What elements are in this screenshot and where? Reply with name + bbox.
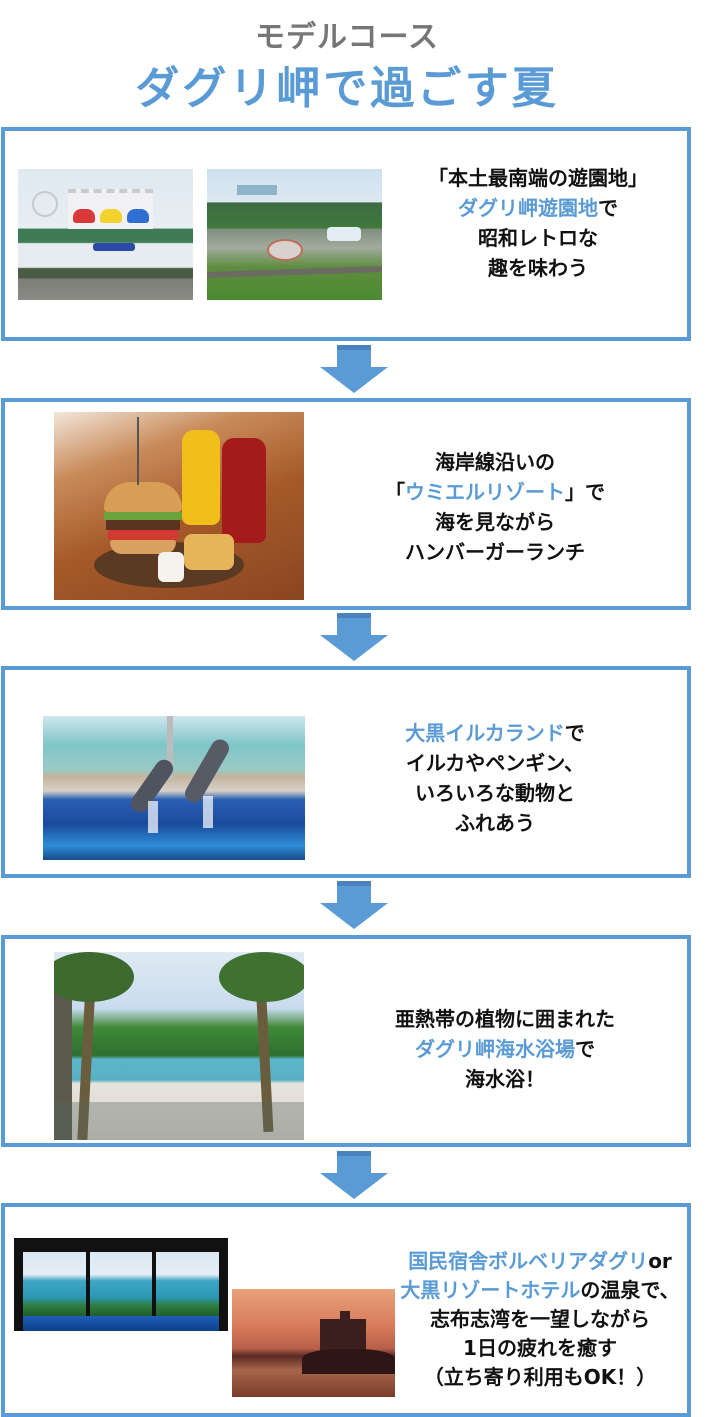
text-line: ハンバーガーランチ <box>405 540 585 564</box>
text-line: 昭和レトロな <box>478 226 598 250</box>
text-line: イルカやペンギン、 <box>405 751 585 775</box>
text-line: 亜熱帯の植物に囲まれた <box>395 1007 615 1031</box>
down-arrow-icon <box>320 1151 388 1199</box>
place-name-link[interactable]: 大黒リゾートホテル <box>400 1278 581 1302</box>
amusement-park-entrance-photo <box>18 169 193 300</box>
place-name-link[interactable]: ダグリ岬遊園地 <box>458 196 598 220</box>
course-step-4: 亜熱帯の植物に囲まれた ダグリ岬海水浴場で 海水浴！ <box>1 935 691 1147</box>
place-name-link[interactable]: 大黒イルカランド <box>405 721 565 745</box>
header-subtitle: モデルコース <box>255 20 439 55</box>
place-name-link[interactable]: ウミエルリゾート <box>405 480 565 504</box>
place-name-link[interactable]: 国民宿舎ボルベリアダグリ <box>408 1249 649 1273</box>
down-arrow-icon <box>320 613 388 661</box>
hot-spring-ocean-view-photo <box>14 1238 228 1331</box>
down-arrow-icon <box>320 881 388 929</box>
step-4-description: 亜熱帯の植物に囲まれた ダグリ岬海水浴場で 海水浴！ <box>345 1004 665 1094</box>
step-3-description: 大黒イルカランドで イルカやペンギン、 いろいろな動物と ふれあう <box>345 718 645 838</box>
course-step-3: 大黒イルカランドで イルカやペンギン、 いろいろな動物と ふれあう <box>1 666 691 878</box>
text-line: 「本土最南端の遊園地」 <box>428 166 648 190</box>
text-line: 1日の疲れを癒す <box>463 1336 617 1360</box>
step-5-description: 国民宿舎ボルベリアダグリor 大黒リゾートホテルの温泉で、 志布志湾を一望しなが… <box>395 1247 685 1392</box>
text-line: ふれあう <box>455 811 535 835</box>
beach-palm-trees-photo <box>54 952 304 1140</box>
text-line: 大黒イルカランドで <box>405 721 585 745</box>
course-step-5: 国民宿舎ボルベリアダグリor 大黒リゾートホテルの温泉で、 志布志湾を一望しなが… <box>1 1203 691 1417</box>
course-step-2: 海岸線沿いの 「ウミエルリゾート」で 海を見ながら ハンバーガーランチ <box>1 398 691 610</box>
text-line: 大黒リゾートホテルの温泉で、 <box>400 1278 680 1302</box>
hamburger-lunch-photo <box>54 412 304 600</box>
page-title: ダグリ岬で過ごす夏 <box>135 63 559 114</box>
text-line: （立ち寄り利用もOK！） <box>423 1365 657 1389</box>
place-name-link[interactable]: ダグリ岬海水浴場 <box>415 1037 575 1061</box>
text-line: 国民宿舎ボルベリアダグリor <box>408 1249 672 1273</box>
text-line: 海を見ながら <box>435 510 555 534</box>
text-line: 趣を味わう <box>488 256 588 280</box>
dolphin-show-photo <box>43 716 305 860</box>
text-line: 海岸線沿いの <box>435 450 555 474</box>
down-arrow-icon <box>320 345 388 393</box>
text-line: ダグリ岬遊園地で <box>458 196 618 220</box>
course-step-1: 「本土最南端の遊園地」 ダグリ岬遊園地で 昭和レトロな 趣を味わう <box>1 127 691 341</box>
text-line: 「ウミエルリゾート」で <box>385 480 605 504</box>
step-2-description: 海岸線沿いの 「ウミエルリゾート」で 海を見ながら ハンバーガーランチ <box>345 447 645 567</box>
amusement-park-aerial-photo <box>207 169 382 300</box>
step-1-description: 「本土最南端の遊園地」 ダグリ岬遊園地で 昭和レトロな 趣を味わう <box>403 163 673 283</box>
text-line: 海水浴！ <box>465 1067 545 1091</box>
text-line: ダグリ岬海水浴場で <box>415 1037 595 1061</box>
text-line: 志布志湾を一望しながら <box>430 1307 650 1331</box>
resort-hotel-sunset-photo <box>232 1289 395 1397</box>
text-line: いろいろな動物と <box>415 781 575 805</box>
